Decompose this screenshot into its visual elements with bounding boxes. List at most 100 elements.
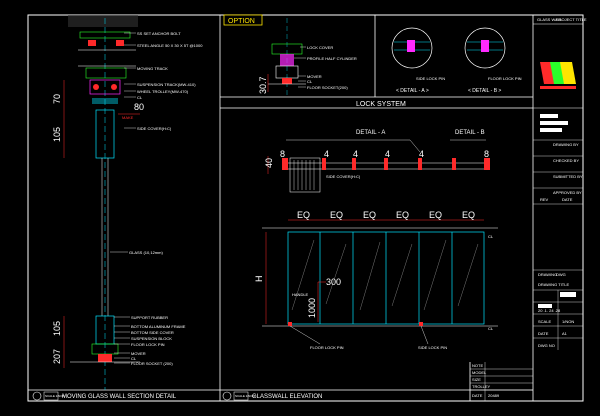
callout-wheel-trolley: WHEEL TROLLEY(MW-470): [137, 89, 189, 94]
tb-scale-value: 1/NON: [562, 319, 574, 324]
callout-support-rubber: SUPPORT RUBBER: [131, 315, 168, 320]
callout-bottom-side-cover: BOTTOM SIDE COVER: [131, 330, 174, 335]
tb-dwg-no: DWG NO: [538, 343, 555, 348]
section-marker-2: [222, 391, 232, 401]
option-profile-cylinder: PROFILE HALF CYLINDER: [307, 56, 357, 61]
callout-suspension-track: SUSPENSION TRACK(MW-410): [137, 82, 196, 87]
lock-dim-0: 8: [280, 149, 285, 159]
callout-cl-top: CL: [137, 95, 143, 100]
elev-1000: 1000: [307, 298, 317, 318]
section-marker-1: [32, 391, 42, 401]
tb-submitted-by: SUBMITTED BY: [553, 174, 583, 179]
lock-height: 40: [264, 158, 274, 168]
lock-detail-b: DETAIL - B: [455, 130, 485, 136]
lock-detail-a: DETAIL - A: [356, 130, 385, 136]
elev-handle: HANDLE: [292, 292, 309, 297]
tb-date-value: 20 .1. 24 .28: [538, 308, 561, 313]
title-block: [533, 23, 583, 350]
lock-dim-1: 4: [324, 149, 329, 159]
detail-b-floor-lock: FLOOR LOCK PIN: [488, 76, 522, 81]
eq-2: EQ: [363, 210, 376, 220]
lock-system-title: LOCK SYSTEM: [356, 101, 406, 108]
tb-a1: A1: [562, 331, 568, 336]
lock-side-cover: SIDE COVER(H:C): [326, 174, 361, 179]
tb-drawing-by: DRAWING BY: [553, 142, 579, 147]
tb-checked-by: CHECKED BY: [553, 158, 579, 163]
callout-glass: GLASS (10,12mm): [129, 250, 163, 255]
option-lock-cover: LOCK COVER: [307, 45, 333, 50]
note-date: DATE: [472, 393, 483, 398]
callout-bottom-frame: BOTTOM ALUMINUM FRAME: [131, 324, 186, 329]
lock-dim-3: 4: [385, 149, 390, 159]
callout-cl-bottom: CL: [131, 356, 137, 361]
tb-rev: REV: [540, 197, 549, 202]
elev-cl-bottom: CL: [488, 326, 494, 331]
tb-drawing: DRAWING: [538, 272, 557, 277]
option-label: OPTION: [228, 18, 255, 25]
dim-207: 207: [52, 349, 62, 364]
dim-105-bottom: 105: [52, 321, 62, 336]
left-section-title: MOVING GLASS WALL SECTION DETAIL: [62, 394, 177, 400]
note-size: SIZE: [472, 377, 481, 382]
callout-suspension-block: SUSPENSION BLOCK: [131, 336, 172, 341]
lock-system-plan: [267, 139, 490, 193]
option-detail: LOCK COVER PROFILE HALF CYLINDER MOVER C…: [258, 18, 522, 96]
option-floor-socket: FLOOR SOCKET(200): [307, 85, 348, 90]
option-tab: [223, 14, 263, 26]
lock-dim-5: 8: [484, 149, 489, 159]
left-scale-label: SCALE 1/NON: [45, 394, 65, 398]
tb-dwg: DWG: [556, 272, 566, 277]
left-section-detail: SS SET ANCHOR BOLT STEEL ANGLE 50 X 30 X…: [52, 15, 203, 390]
eq-3: EQ: [396, 210, 409, 220]
detail-a-circle: [391, 27, 433, 69]
tb-header: GLASS WALL: [537, 17, 563, 22]
elevation-title: GLASSWALL ELEVATION: [252, 394, 322, 400]
option-dim-30-7: 30.7: [258, 76, 268, 94]
detail-b-circle: [464, 27, 506, 69]
detail-a-caption: < DETAIL - A >: [396, 88, 429, 94]
elev-300: 300: [326, 277, 341, 287]
elev-scale-label: SCALE 1/NON: [235, 394, 255, 398]
lock-dim-2: 4: [353, 149, 358, 159]
callout-side-cover-left: SIDE COVER(H:C): [137, 126, 172, 131]
tb-date-head: DATE: [562, 197, 573, 202]
notes-table: [470, 362, 533, 401]
lock-dim-4: 4: [419, 149, 424, 159]
dim-80: 80: [134, 102, 144, 112]
tb-scale: SCALE: [538, 319, 551, 324]
note-trolley: TROLLEY: [472, 384, 491, 389]
callout-floor-socket: FLOOR SOCKET (200): [131, 361, 173, 366]
tb-dwg-title: DRAWING TITLE: [538, 282, 569, 287]
eq-5: EQ: [462, 210, 475, 220]
callout-mover: MOVER: [131, 351, 146, 356]
tb-date-label: DATE: [538, 331, 549, 336]
callout-moving-track: MOVING TRACK: [137, 66, 168, 71]
callout-make: MAKE: [122, 115, 134, 120]
elev-side-lock: SIDE LOCK PIN: [418, 345, 447, 350]
note-label: NOTE: [472, 363, 483, 368]
glasswall-elevation: [262, 219, 498, 345]
logo-bar: [540, 86, 576, 89]
callout-floor-lock-pin: FLOOR LOCK PIN: [131, 342, 165, 347]
tb-project: PROJECT TITLE: [556, 17, 587, 22]
elev-cl-top: CL: [488, 234, 494, 239]
callout-steel-angle: STEEL ANGLE 50 X 30 X 5T @1000: [137, 43, 203, 48]
tb-footer: 20489: [488, 393, 500, 398]
dim-70: 70: [52, 94, 62, 104]
eq-1: EQ: [330, 210, 343, 220]
dim-105-top: 105: [52, 127, 62, 142]
eq-0: EQ: [297, 210, 310, 220]
outer-frame: [27, 14, 584, 402]
option-cl: CL: [307, 79, 313, 84]
eq-4: EQ: [429, 210, 442, 220]
callout-anchor-bolt: SS SET ANCHOR BOLT: [137, 31, 181, 36]
note-model: MODEL: [472, 370, 487, 375]
elev-floor-lock: FLOOR LOCK PIN: [310, 345, 344, 350]
detail-b-caption: < DETAIL - B >: [468, 88, 501, 94]
logo-mark-yellow: [560, 62, 576, 84]
elev-h: H: [254, 276, 264, 283]
tb-approved-by: APPROVED BY: [553, 190, 582, 195]
option-mover: MOVER: [307, 74, 322, 79]
detail-a-side-lock: SIDE LOCK PIN: [416, 76, 445, 81]
